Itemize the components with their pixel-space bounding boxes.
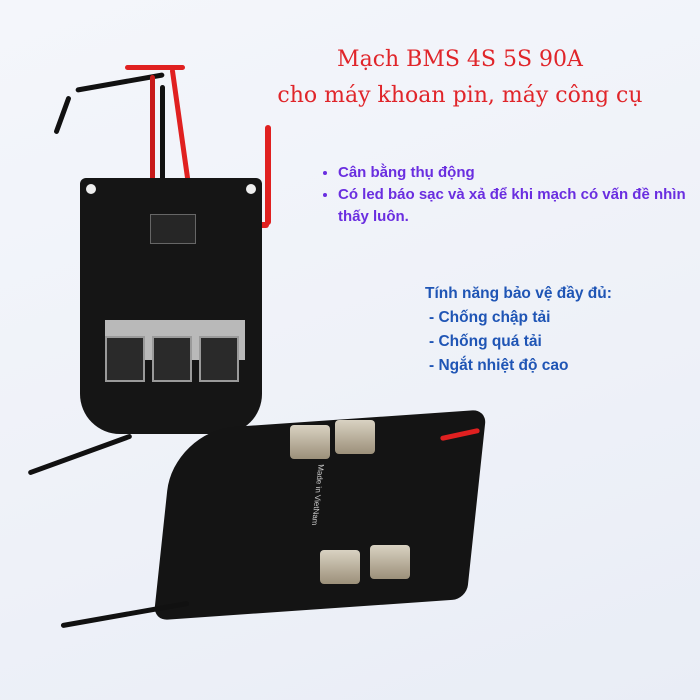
red-wire	[150, 75, 155, 185]
feature-bullets: Cân bằng thụ động Có led báo sạc và xả đ…	[318, 162, 700, 228]
black-wire	[160, 85, 165, 185]
features-heading: Tính năng bảo vệ đầy đủ:	[425, 285, 612, 302]
mosfet	[105, 336, 145, 382]
feature-item: - Chống quá tải	[429, 333, 542, 350]
feature-item: - Ngắt nhiệt độ cao	[429, 357, 569, 374]
bullet-item: Có led báo sạc và xả để khi mạch có vấn …	[338, 184, 700, 228]
terminal-clip	[320, 550, 360, 584]
red-wire	[125, 65, 185, 70]
bullet-item: Cân bằng thụ động	[338, 162, 700, 184]
red-wire	[265, 125, 271, 225]
product-title: Mạch BMS 4S 5S 90A cho máy khoan pin, má…	[230, 42, 690, 114]
feature-item: - Chống chập tải	[429, 309, 551, 326]
mount-hole	[86, 184, 96, 194]
terminal-clip	[335, 420, 375, 454]
mosfet	[152, 336, 192, 382]
mosfet	[199, 336, 239, 382]
board-marking: Made in VietNam	[309, 464, 326, 526]
black-wire	[27, 433, 133, 476]
bms-board-front	[80, 178, 262, 434]
ic-chip	[150, 214, 196, 244]
terminal-clip	[290, 425, 330, 459]
title-line-2: cho máy khoan pin, máy công cụ	[277, 83, 643, 108]
protection-features: Tính năng bảo vệ đầy đủ: - Chống chập tả…	[425, 282, 612, 378]
mount-hole	[246, 184, 256, 194]
red-wire	[169, 68, 192, 188]
title-line-1: Mạch BMS 4S 5S 90A	[337, 47, 583, 72]
black-wire	[53, 95, 72, 135]
terminal-clip	[370, 545, 410, 579]
